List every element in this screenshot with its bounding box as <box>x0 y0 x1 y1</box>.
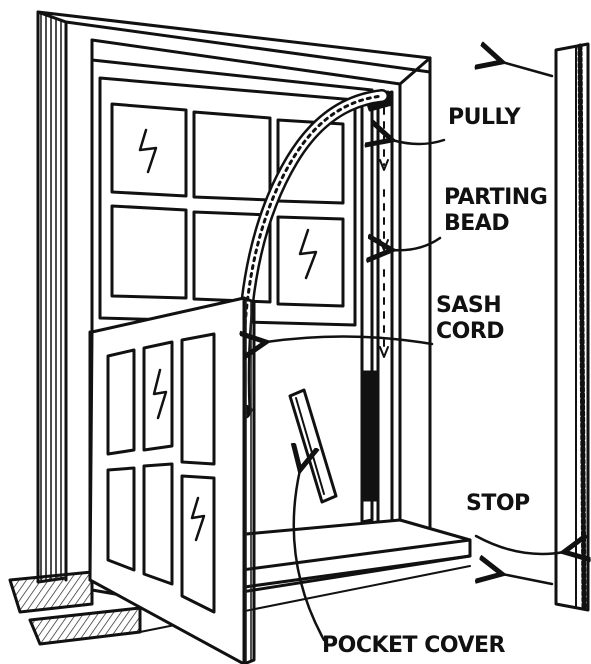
label-pocket-cover: POCKET COVER <box>322 633 506 658</box>
stop-piece <box>556 44 588 610</box>
upper-sash <box>100 78 355 325</box>
label-parting-line-1: PARTING <box>444 185 547 210</box>
lower-sash-open <box>90 298 254 664</box>
label-pully: PULLY <box>448 105 522 130</box>
label-sash-line-2: CORD <box>436 319 504 344</box>
jamb-channel <box>362 92 392 524</box>
label-stop: STOP <box>466 491 530 516</box>
label-sash-line-1: SASH <box>436 293 501 318</box>
label-parting-line-2: BEAD <box>444 211 509 236</box>
